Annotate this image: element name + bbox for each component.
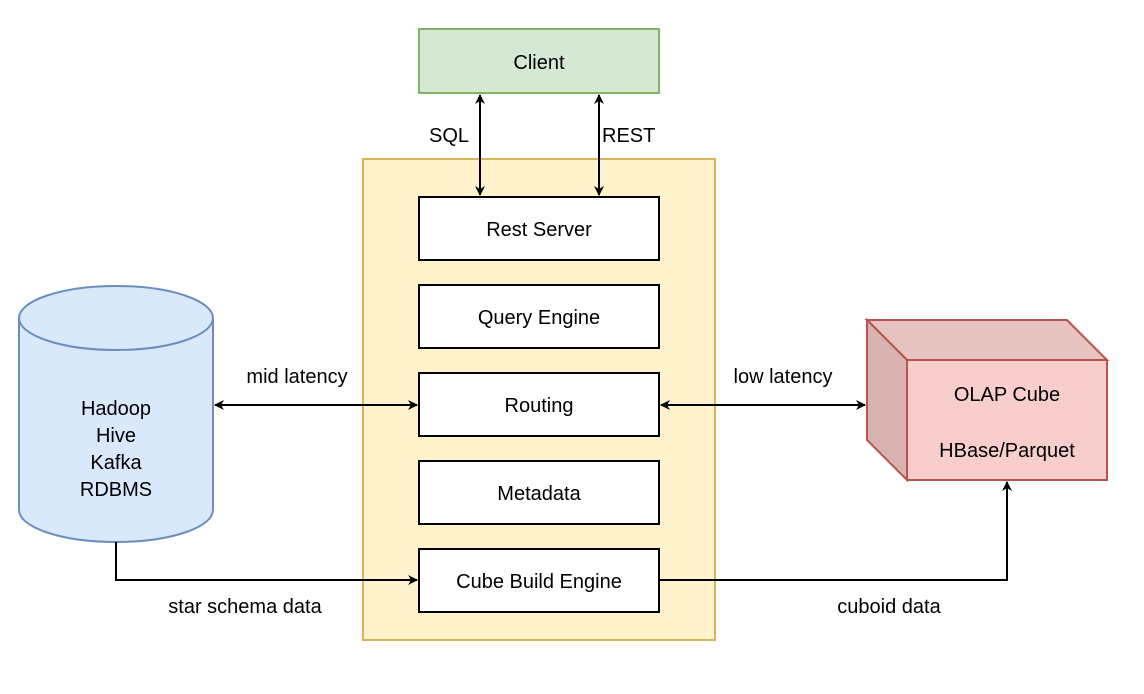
- routing-label: Routing: [505, 395, 574, 417]
- component-cube-build-engine[interactable]: Cube Build Engine: [418, 548, 660, 613]
- component-rest-server[interactable]: Rest Server: [418, 196, 660, 261]
- cuboid-edge: [659, 481, 1012, 581]
- low-latency-label: low latency: [734, 366, 833, 388]
- metadata-label: Metadata: [497, 483, 581, 505]
- client-label: Client: [513, 52, 565, 74]
- sql-label: SQL: [429, 125, 469, 147]
- query-engine-label: Query Engine: [478, 307, 600, 329]
- data-source-cylinder[interactable]: Hadoop Hive Kafka RDBMS: [18, 285, 214, 543]
- olap-cube-title: OLAP Cube: [954, 384, 1060, 406]
- component-routing[interactable]: Routing: [418, 372, 660, 437]
- star-schema-label: star schema data: [168, 596, 322, 618]
- data-source-hive: Hive: [96, 425, 136, 447]
- data-source-kafka: Kafka: [90, 452, 142, 474]
- olap-cube-node[interactable]: OLAP Cube HBase/Parquet: [864, 317, 1110, 483]
- rest-server-label: Rest Server: [486, 219, 592, 241]
- cuboid-label: cuboid data: [837, 596, 941, 618]
- data-source-rdbms: RDBMS: [80, 479, 152, 501]
- client-node[interactable]: Client: [418, 28, 660, 94]
- cube-build-engine-label: Cube Build Engine: [456, 571, 622, 593]
- component-query-engine[interactable]: Query Engine: [418, 284, 660, 349]
- data-source-hadoop: Hadoop: [81, 398, 151, 420]
- olap-cube-storage: HBase/Parquet: [939, 440, 1075, 462]
- mid-latency-label: mid latency: [246, 366, 347, 388]
- rest-label: REST: [602, 125, 655, 147]
- component-metadata[interactable]: Metadata: [418, 460, 660, 525]
- star-schema-edge: [115, 542, 418, 585]
